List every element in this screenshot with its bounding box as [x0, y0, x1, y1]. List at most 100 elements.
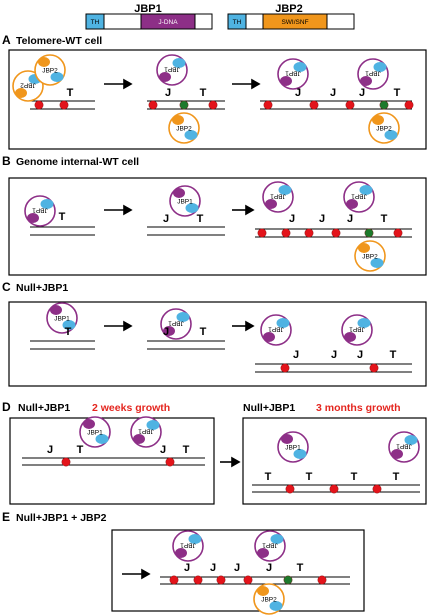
base-j-label: J	[163, 326, 169, 338]
panel-e-letter: E	[2, 510, 10, 524]
base-j-label: J	[234, 562, 240, 574]
modification-dot-green	[179, 100, 189, 110]
panel-c-box	[8, 301, 427, 387]
panel-d-right-title: Null+JBP1	[243, 402, 295, 414]
modification-dot-red	[165, 457, 175, 467]
jbp1-protein-label: JBP1	[262, 542, 278, 549]
panel-d-right-growth: 3 months growth	[316, 402, 401, 414]
base-j-label: J	[210, 562, 216, 574]
jbp2-protein-label: JBP2	[20, 82, 36, 89]
modification-dot-green	[379, 100, 389, 110]
jbp2-protein: JBP2	[354, 240, 386, 272]
jbp1-protein: JBP1	[172, 530, 204, 562]
jbp1-protein-label: JBP1	[351, 193, 367, 200]
jbp1-protein: JBP1	[343, 181, 375, 213]
modification-dot-red	[169, 575, 179, 585]
panel-a-box	[8, 49, 427, 150]
jbp2-protein-label: JBP2	[42, 68, 58, 75]
modification-dot-red	[317, 575, 327, 585]
jbp2-header-title: JBP2	[275, 3, 303, 15]
jbp1-protein: JBP1	[260, 314, 292, 346]
jbp2-protein: JBP2	[253, 583, 285, 615]
modification-dot-red	[148, 100, 158, 110]
jbp2-domain-bar: JBP2 TH SWI/SNF	[227, 3, 355, 30]
jbp1-protein: JBP1	[388, 431, 420, 463]
modification-dot-green	[364, 228, 374, 238]
modification-dot-red	[280, 363, 290, 373]
arrows	[104, 78, 261, 580]
base-t-label: T	[67, 87, 74, 99]
panel-c-title: Null+JBP1	[16, 282, 68, 294]
jbp2-protein-label: JBP2	[362, 254, 378, 261]
jbp1-th-label: TH	[91, 19, 100, 26]
modification-dot-red	[257, 228, 267, 238]
base-j-label: J	[330, 87, 336, 99]
modification-dot-red	[59, 100, 69, 110]
panel-d-left-box	[9, 417, 215, 505]
base-j-label: J	[165, 87, 171, 99]
base-t-label: T	[200, 326, 207, 338]
panel-b-letter: B	[2, 154, 11, 168]
jbp1-protein: JBP1	[24, 195, 56, 227]
jbp1-protein-label: JBP1	[268, 326, 284, 333]
jbp2-protein: JBP2	[12, 70, 44, 102]
jbp1-protein-label: JBP1	[138, 428, 154, 435]
jbp1-protein-label: JBP1	[349, 326, 365, 333]
base-t-label: T	[200, 87, 207, 99]
jbp2-protein-label: JBP2	[176, 126, 192, 133]
jbp1-protein-label: JBP1	[168, 320, 184, 327]
panel-a-title: Telomere-WT cell	[16, 35, 102, 47]
jbp2-protein: JBP2	[368, 112, 400, 144]
jbp1-header-title: JBP1	[134, 3, 162, 15]
dna-strands	[22, 100, 420, 585]
modification-dot-red	[309, 100, 319, 110]
panel-a-letter: A	[2, 33, 11, 47]
base-t-label: T	[197, 213, 204, 225]
modification-dot-red	[208, 100, 218, 110]
modification-dot-red	[304, 228, 314, 238]
jbp1-protein-label: JBP1	[270, 193, 286, 200]
jbp2-protein: JBP2	[34, 54, 66, 86]
modification-dot-red	[369, 363, 379, 373]
modification-dot-red	[331, 228, 341, 238]
panel-e-title: Null+JBP1 + JBP2	[16, 512, 107, 524]
modification-dot-red	[243, 575, 253, 585]
base-j-label: J	[266, 562, 272, 574]
base-j-label: J	[357, 349, 363, 361]
base-j-label: J	[331, 349, 337, 361]
base-t-label: T	[297, 562, 304, 574]
base-t-label: T	[59, 211, 66, 223]
panel-d-letter: D	[2, 400, 11, 414]
base-t-label: T	[306, 471, 313, 483]
jbp1-protein: JBP1	[169, 185, 201, 217]
base-j-label: J	[184, 562, 190, 574]
jbp2-protein-label: JBP2	[261, 597, 277, 604]
panel-d-left-title: Null+JBP1	[18, 402, 70, 414]
modification-dot-red	[263, 100, 273, 110]
jbp1-protein-label: JBP1	[365, 70, 381, 77]
base-j-label: J	[293, 349, 299, 361]
base-j-label: J	[359, 87, 365, 99]
panel-c-letter: C	[2, 280, 11, 294]
jbp1-protein: JBP1	[130, 416, 162, 448]
jbp1-protein-label: JBP1	[285, 70, 301, 77]
jbp1-protein-label: JBP1	[32, 207, 48, 214]
jbp1-jdna-label: J-DNA	[158, 19, 178, 26]
base-j-label: J	[319, 213, 325, 225]
modification-dot-red	[281, 228, 291, 238]
jbp1-th-domain	[85, 13, 105, 30]
base-j-label: J	[295, 87, 301, 99]
base-t-label: T	[381, 213, 388, 225]
jbp1-protein-label: JBP1	[285, 445, 301, 452]
panel-d-left-growth: 2 weeks growth	[92, 402, 170, 414]
base-t-label: T	[65, 326, 72, 338]
jbp1-protein: JBP1	[277, 431, 309, 463]
jbp1-domain-bar: JBP1 TH J-DNA	[85, 3, 213, 30]
modification-dot-red	[329, 484, 339, 494]
base-j-label: J	[160, 444, 166, 456]
modification-dot-red	[34, 100, 44, 110]
jbp1-protein-label: JBP1	[180, 542, 196, 549]
base-t-label: T	[394, 87, 401, 99]
modification-dot-red	[285, 484, 295, 494]
